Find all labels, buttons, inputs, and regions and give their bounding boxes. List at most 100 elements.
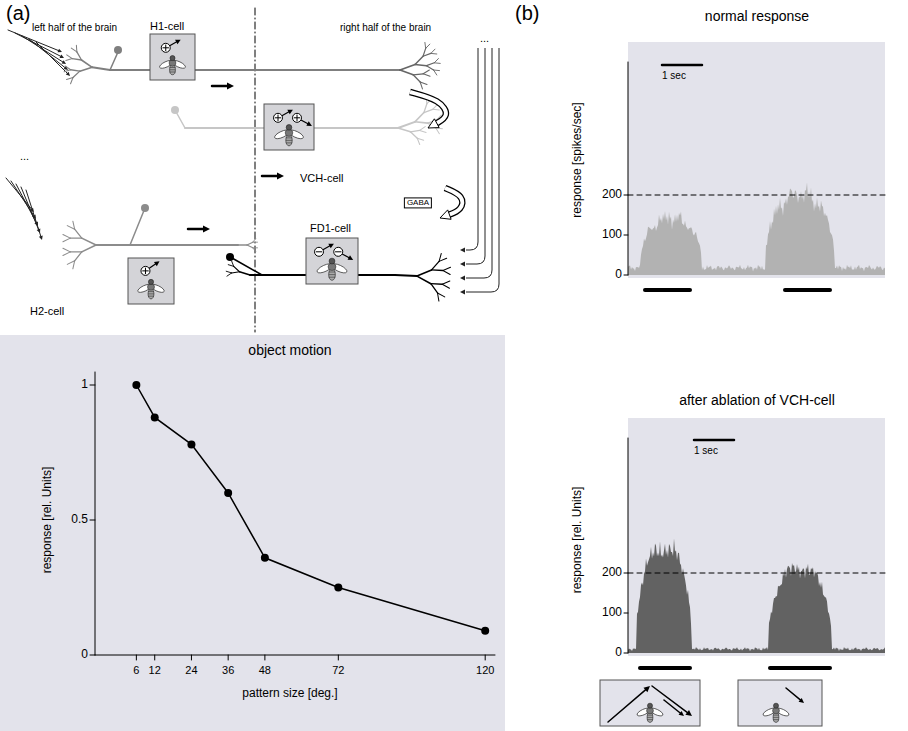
motion-arrow <box>608 689 646 722</box>
threshold-line <box>628 195 885 196</box>
dendrite-branch <box>443 267 451 270</box>
dendrite-branch <box>424 109 433 112</box>
data-point <box>132 381 140 389</box>
input-arrow-head <box>66 72 70 76</box>
fly-head <box>329 258 335 264</box>
text-label: 120 <box>476 664 494 677</box>
icon-box <box>264 104 314 150</box>
input-line <box>466 48 478 250</box>
polarity-bar <box>165 45 166 51</box>
y-tick <box>624 195 628 196</box>
dendrite-branch <box>63 248 70 252</box>
fly-stripe <box>286 140 292 141</box>
data-point <box>481 627 489 635</box>
dendrite-branch <box>92 67 110 70</box>
direction-arrow-head <box>154 261 160 266</box>
y-tick <box>624 235 628 236</box>
input-arrow-head <box>58 49 62 53</box>
dendrite-branch <box>415 113 424 122</box>
text-label: 48 <box>259 664 271 677</box>
dendrite-branch <box>426 63 434 66</box>
dendrite-branch <box>400 70 413 75</box>
fly-stripe <box>286 142 292 143</box>
dendrite-branch <box>70 237 81 238</box>
motion-arrow <box>652 686 688 713</box>
dendrite-branch <box>238 244 247 245</box>
dendrite-branch <box>431 49 435 53</box>
fly-stripe <box>170 72 175 73</box>
fly-stripe <box>647 717 652 718</box>
dendrite-branch <box>417 276 431 284</box>
polarity-symbol <box>334 247 343 256</box>
dendrite-branch <box>247 242 253 245</box>
dendrite-branch <box>67 55 73 59</box>
neuron-region: H1-cell <box>60 18 450 92</box>
dendrite-branch <box>431 53 437 55</box>
panel-title: (a) <box>6 2 30 25</box>
text-label: ... <box>20 150 29 163</box>
text-label: 1 sec <box>662 70 686 82</box>
dendrite-branch <box>67 261 74 265</box>
fly-head <box>773 703 778 708</box>
signal-arrow <box>212 85 228 88</box>
stimulus-bar <box>645 288 690 292</box>
response-trace <box>628 182 885 275</box>
panel-title: normal response <box>705 8 809 24</box>
x-tick <box>264 655 265 660</box>
direction-arrow <box>282 112 289 116</box>
dendrite-branch <box>253 248 256 252</box>
dendrite-branch <box>67 78 73 80</box>
polarity-symbol <box>274 113 283 122</box>
dendrite-branch <box>431 284 438 293</box>
direction-arrow-head <box>175 40 181 45</box>
text-label: 36 <box>222 664 234 677</box>
dendrite-branch <box>426 44 430 48</box>
data-point <box>151 413 159 421</box>
stimulus-bar <box>770 666 830 670</box>
x-tick <box>154 655 155 660</box>
text-label: 0 <box>615 646 622 660</box>
time-scale-bar <box>662 64 702 67</box>
text-label: 100 <box>602 228 622 242</box>
fly-head <box>647 703 652 708</box>
input-arrow-head <box>460 290 465 295</box>
fly-stripe <box>148 291 153 292</box>
y-tick <box>624 275 628 276</box>
dendrite-branch <box>65 66 71 70</box>
text-label: pattern size [deg.] <box>242 687 337 701</box>
x-tick <box>485 655 486 660</box>
soma-neurite <box>130 208 145 245</box>
signal-arrow <box>262 175 278 178</box>
polarity-bar <box>145 268 146 274</box>
direction-arrow-head <box>348 255 354 260</box>
neuron-region: VCH-cell <box>165 128 465 188</box>
cell-label: FD1-cell <box>310 222 351 235</box>
input-arrow-head <box>62 60 66 64</box>
normal-response-chart <box>624 42 885 290</box>
text-label: 0.5 <box>71 513 88 527</box>
stimulus-bar <box>785 288 830 292</box>
dendrite-branch <box>415 65 426 66</box>
icon-box <box>306 238 358 284</box>
midline <box>255 8 256 332</box>
dendrite-branch <box>432 261 440 270</box>
polarity-symbol <box>141 266 150 275</box>
text-label: 100 <box>602 606 622 620</box>
text-label: 6 <box>133 664 139 677</box>
input-arrow-head <box>460 248 465 253</box>
input-arrow <box>26 190 41 237</box>
text-label: 12 <box>149 664 161 677</box>
dendrite-branch <box>232 272 240 273</box>
dendrite-branch <box>75 252 82 261</box>
text-label: 0 <box>615 268 622 282</box>
dendrite-branch <box>66 59 72 61</box>
dendrite-branch <box>234 266 240 271</box>
direction-arrow-head <box>306 121 312 126</box>
dendrite-branch <box>434 59 438 63</box>
dendrite-branch <box>398 122 415 128</box>
text-label: left half of the brain <box>32 22 117 34</box>
dendrite-branch <box>434 62 440 64</box>
text-label: 24 <box>185 664 197 677</box>
